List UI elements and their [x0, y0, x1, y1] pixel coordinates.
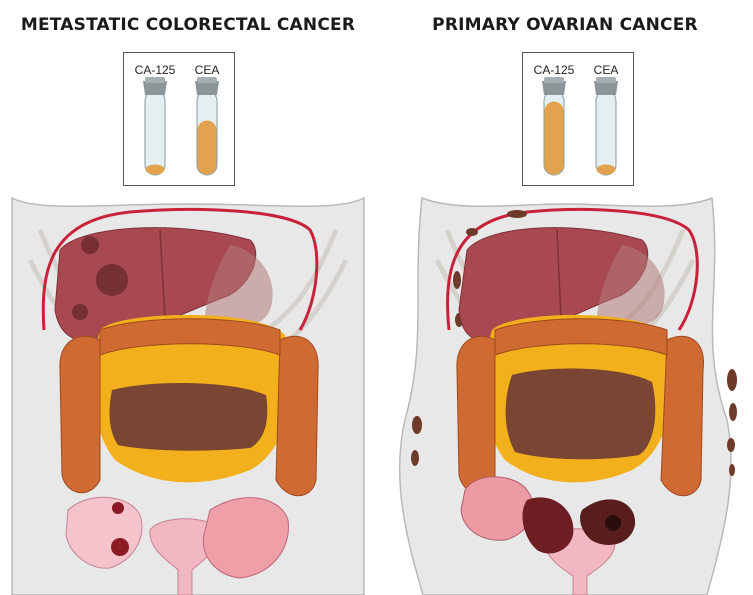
tube-label-cea: CEA — [579, 63, 633, 77]
tumor-marker-box: CA-125 CEA — [123, 52, 235, 186]
omental-cake — [110, 383, 268, 451]
tumor-marker-box: CA-125 CEA — [522, 52, 634, 186]
left-ovarian-tumor — [461, 477, 533, 540]
tube-label-ca125: CA-125 — [128, 63, 182, 77]
panel-title: METASTATIC COLORECTAL CANCER — [0, 15, 376, 35]
abdomen-illustration — [377, 190, 753, 595]
abdomen-illustration — [0, 190, 376, 595]
test-tube-cea — [593, 77, 619, 179]
test-tube-ca125 — [541, 77, 567, 179]
tube-label-cea: CEA — [180, 63, 234, 77]
panel-title: PRIMARY OVARIAN CANCER — [377, 15, 753, 35]
omental-cake — [506, 369, 656, 460]
panel-metastatic-colorectal: METASTATIC COLORECTAL CANCER CA-125 CEA — [0, 0, 376, 595]
test-tube-cea — [194, 77, 220, 179]
tube-label-ca125: CA-125 — [527, 63, 581, 77]
panel-primary-ovarian: PRIMARY OVARIAN CANCER CA-125 CEA — [377, 0, 753, 595]
test-tube-ca125 — [142, 77, 168, 179]
